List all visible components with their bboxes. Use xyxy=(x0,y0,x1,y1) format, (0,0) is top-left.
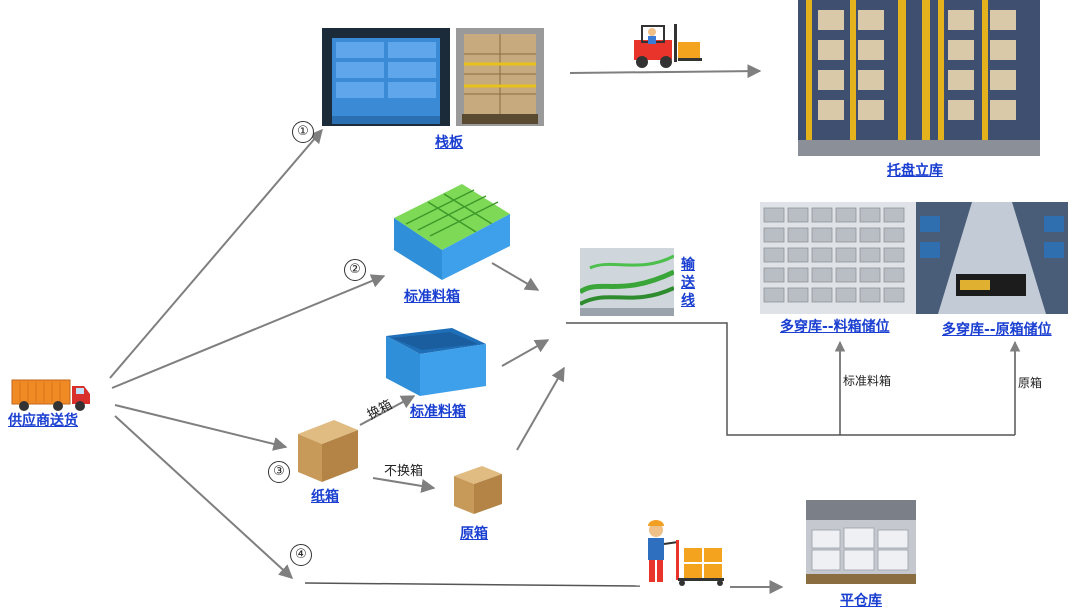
multi-shuttle-bin-label[interactable]: 多穿库--料箱储位 xyxy=(780,319,890,335)
branch-original-box-label: 原箱 xyxy=(1018,376,1043,390)
arrow-bin1-to-conveyor xyxy=(491,262,540,291)
pallet-warehouse-photo xyxy=(798,0,1040,156)
carton-label[interactable]: 纸箱 xyxy=(311,489,339,505)
arrow-bin2-to-conveyor xyxy=(501,339,550,367)
standard-bin-label-1[interactable]: 标准料箱 xyxy=(404,289,460,305)
standard-bin-label-2[interactable]: 标准料箱 xyxy=(410,404,466,420)
truck-icon xyxy=(10,376,92,412)
flat-warehouse-photo xyxy=(806,500,916,584)
line-route4 xyxy=(304,582,641,587)
pallet-jack-worker-icon xyxy=(642,520,726,586)
no-repack-edge-label: 不换箱 xyxy=(384,464,424,479)
blue-crate-pallet-photo xyxy=(322,28,450,126)
line-conveyor-to-shuttle xyxy=(566,322,1015,436)
original-box-label[interactable]: 原箱 xyxy=(460,526,488,542)
forklift-icon xyxy=(628,20,704,70)
pallet-label[interactable]: 栈板 xyxy=(435,135,463,151)
arrow-carton-to-bin2 xyxy=(359,395,416,426)
multi-shuttle-bin-photo xyxy=(760,202,916,314)
conveyor-line-label[interactable]: 输送线 xyxy=(681,257,695,309)
arrow-supplier-to-carton xyxy=(114,404,288,451)
arrow-supplier-to-pallet xyxy=(109,128,323,379)
arrow-carton-to-original xyxy=(372,477,436,493)
carton-photo xyxy=(290,416,362,486)
branch-standard-bin-label: 标准料箱 xyxy=(843,374,892,388)
carton-pallet-photo xyxy=(456,28,544,126)
multi-shuttle-original-label[interactable]: 多穿库--原箱储位 xyxy=(942,322,1052,338)
arrow-supplier-to-standard-bin xyxy=(111,274,386,389)
route-number-1: ① xyxy=(292,121,314,143)
route-number-2: ② xyxy=(344,259,366,281)
original-box-photo xyxy=(450,462,506,518)
arrow-supplier-to-route4 xyxy=(114,415,294,579)
supplier-delivery-label[interactable]: 供应商送货 xyxy=(8,413,78,429)
arrow-pallet-to-warehouse xyxy=(569,64,762,79)
multi-shuttle-original-photo xyxy=(916,202,1068,314)
route-number-3: ③ xyxy=(268,461,290,483)
standard-bin-partitioned-photo xyxy=(388,174,514,284)
flat-warehouse-label[interactable]: 平仓库 xyxy=(840,593,882,609)
conveyor-line-photo xyxy=(580,248,674,316)
arrow-original-to-conveyor xyxy=(516,366,565,451)
route-number-4: ④ xyxy=(290,544,312,566)
standard-bin-empty-photo xyxy=(382,326,490,400)
pallet-warehouse-label[interactable]: 托盘立库 xyxy=(887,163,943,179)
